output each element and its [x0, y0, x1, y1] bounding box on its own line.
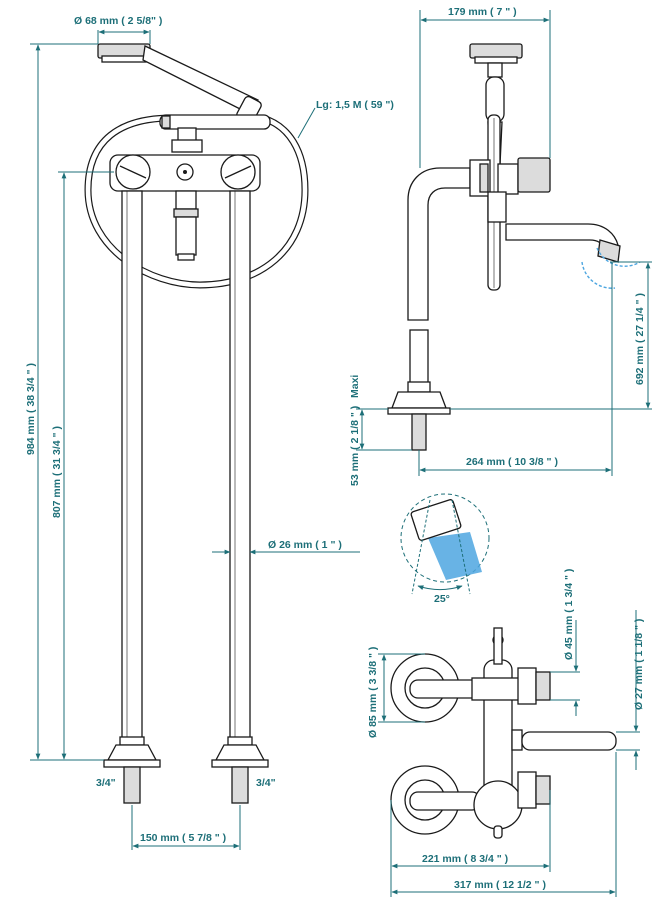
dim-diam-85: Ø 85 mm ( 3 3/8 " )	[367, 647, 379, 738]
side-dimensions: 179 mm ( 7 " ) 692 mm ( 27 1/4 " ) Maxi …	[349, 6, 652, 486]
label-connector-right: 3/4"	[256, 777, 276, 789]
dim-total-height: 984 mm ( 38 3/4 " )	[25, 363, 37, 455]
dim-width-221: 221 mm ( 8 3/4 " )	[422, 853, 508, 865]
dim-head-diameter: Ø 68 mm ( 2 5/8" )	[74, 15, 162, 27]
side-view	[387, 43, 641, 451]
dim-diam-27: Ø 27 mm ( 1 1/8 " )	[633, 619, 645, 710]
label-connector-left: 3/4"	[96, 777, 116, 789]
dim-mixer-height: 807 mm ( 31 3/4 " )	[51, 426, 63, 518]
label-swivel-angle: 25°	[434, 593, 450, 605]
dim-width-317: 317 mm ( 12 1/2 " )	[454, 879, 546, 891]
swivel-detail: 25°	[400, 493, 490, 605]
dim-pipe-diameter: Ø 26 mm ( 1 " )	[268, 539, 342, 551]
dim-diam-45: Ø 45 mm ( 1 3/4 " )	[563, 569, 575, 660]
dim-top-width: 179 mm ( 7 " )	[448, 6, 517, 18]
dim-spout-reach: 264 mm ( 10 3/8 " )	[466, 456, 558, 468]
top-dimensions: Ø 45 mm ( 1 3/4 " ) Ø 85 mm ( 3 3/8 " ) …	[367, 569, 645, 897]
dim-centers-front: 150 mm ( 5 7/8 " )	[140, 832, 226, 844]
front-view	[84, 43, 309, 804]
hand-shower	[97, 43, 262, 125]
dim-base-height: 53 mm ( 2 1/8 " )	[349, 406, 361, 486]
top-view	[390, 627, 617, 839]
front-dimensions: Ø 68 mm ( 2 5/8" ) Lg: 1,5 M ( 59 ") 984…	[25, 15, 394, 850]
label-maxi: Maxi	[349, 375, 361, 398]
dim-hose-length: Lg: 1,5 M ( 59 ")	[316, 99, 394, 111]
dim-side-height: 692 mm ( 27 1/4 " )	[634, 293, 646, 385]
